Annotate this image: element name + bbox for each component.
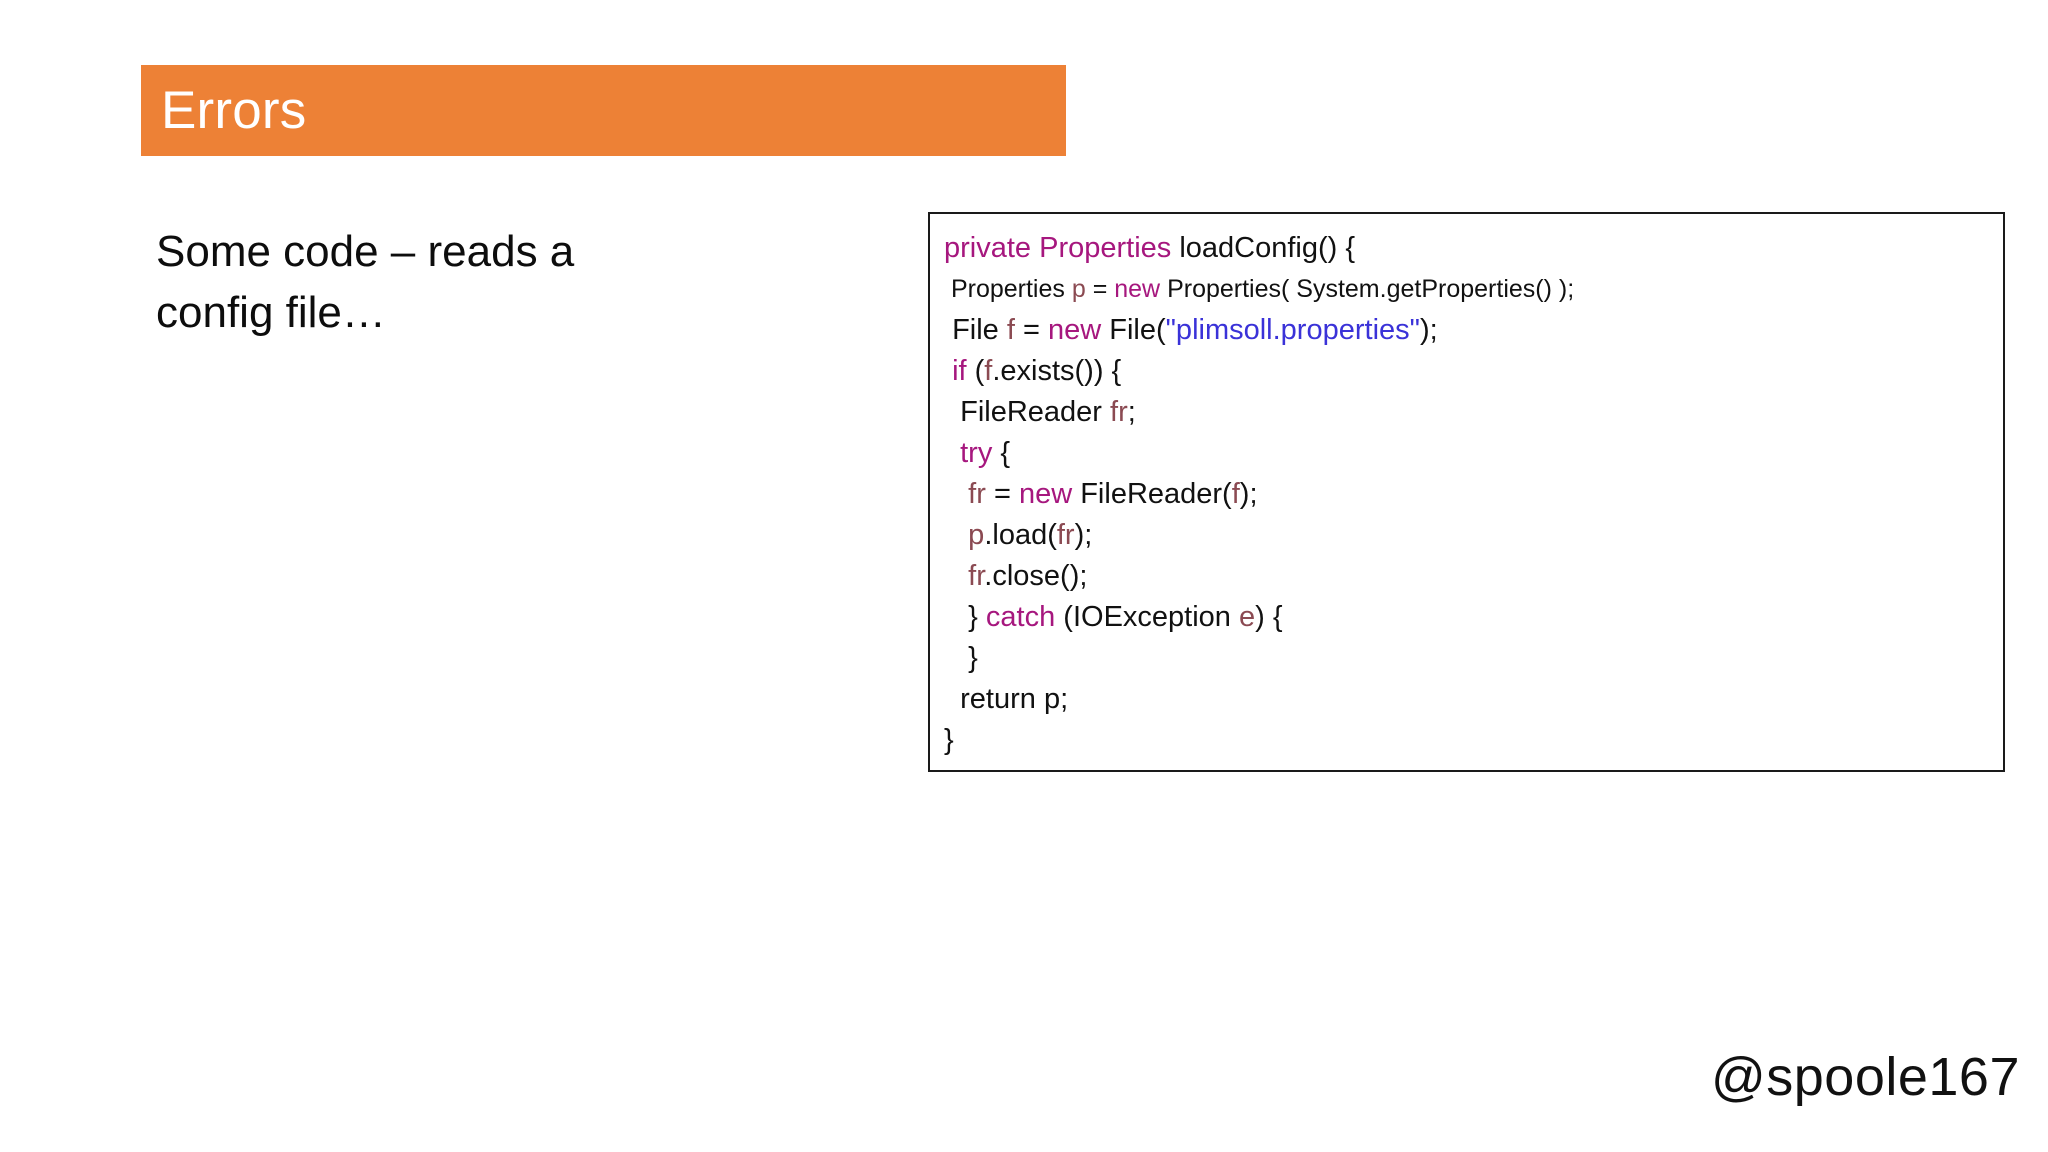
code-indent (944, 478, 968, 510)
code-line: } (944, 638, 2003, 679)
code-line: private Properties loadConfig() { (944, 228, 2003, 269)
code-token: = (1085, 275, 1115, 303)
code-indent (944, 355, 952, 387)
code-token: File (952, 314, 1007, 346)
code-token: f (1006, 314, 1015, 346)
code-indent (944, 601, 968, 633)
code-token: ; (1127, 396, 1136, 428)
code-token: "plimsoll.properties" (1165, 314, 1420, 346)
code-token: FileReader( (1072, 478, 1232, 510)
code-token: fr (968, 478, 986, 510)
code-token: } (968, 601, 986, 633)
code-line: } (944, 720, 2003, 761)
code-indent (944, 437, 960, 469)
code-token: private Properties (944, 232, 1180, 264)
code-token: fr (1110, 396, 1128, 428)
code-token: { (992, 437, 1011, 469)
slide-body-text: Some code – reads a config file… (156, 227, 575, 337)
code-indent (944, 314, 952, 346)
code-token: p (968, 519, 985, 551)
slide-title-banner: Errors (141, 65, 1066, 156)
code-token: .exists()) { (992, 355, 1122, 387)
code-token: if (952, 355, 967, 387)
code-token: return p; (960, 683, 1069, 715)
code-token: .close(); (984, 560, 1088, 592)
code-token: File( (1101, 314, 1166, 346)
code-token: new (1047, 314, 1102, 346)
code-token: (IOException (1055, 601, 1239, 633)
code-token: Properties( System.getProperties() ); (1160, 275, 1575, 303)
code-token: ); (1419, 314, 1438, 346)
code-line: } catch (IOException e) { (944, 597, 2003, 638)
code-token: .load( (984, 519, 1057, 551)
code-line: fr = new FileReader(f); (944, 474, 2003, 515)
code-line: File f = new File("plimsoll.properties")… (944, 310, 2003, 351)
code-token: FileReader (960, 396, 1111, 428)
code-line: return p; (944, 679, 2003, 720)
code-token: } (968, 642, 978, 674)
code-token: = (985, 478, 1019, 510)
code-indent (944, 519, 968, 551)
footer-twitter-handle: @spoole167 (1710, 1047, 2020, 1107)
code-token: catch (985, 601, 1056, 633)
code-token: new (1114, 275, 1161, 303)
code-line: p.load(fr); (944, 515, 2003, 556)
code-token: } (944, 724, 954, 756)
code-token: fr (968, 560, 985, 592)
code-line: if (f.exists()) { (944, 351, 2003, 392)
code-indent (944, 560, 968, 592)
code-line: FileReader fr; (944, 392, 2003, 433)
code-token: f (1231, 478, 1240, 510)
code-block-panel: private Properties loadConfig() { Proper… (928, 212, 2005, 772)
page-title: Errors (161, 81, 307, 140)
code-token: e (1239, 601, 1256, 633)
code-token: ); (1239, 478, 1258, 510)
code-token: p (1071, 275, 1086, 303)
code-token: new (1018, 478, 1073, 510)
code-token: Properties (950, 275, 1072, 303)
code-line: Properties p = new Properties( System.ge… (944, 269, 2003, 310)
code-token: ) { (1255, 601, 1283, 633)
code-token: = (1014, 314, 1048, 346)
code-token: fr (1056, 519, 1075, 551)
code-token: ); (1074, 519, 1093, 551)
code-indent (944, 275, 951, 303)
code-token: ( (966, 355, 985, 387)
code-token: try (960, 437, 993, 469)
code-indent (944, 396, 960, 428)
code-indent (944, 642, 968, 674)
code-token: loadConfig() { (1179, 232, 1356, 264)
code-line: try { (944, 433, 2003, 474)
code-token: f (984, 355, 993, 387)
code-line: fr.close(); (944, 556, 2003, 597)
code-indent (944, 683, 960, 715)
code-line-list: private Properties loadConfig() { Proper… (944, 228, 2003, 761)
